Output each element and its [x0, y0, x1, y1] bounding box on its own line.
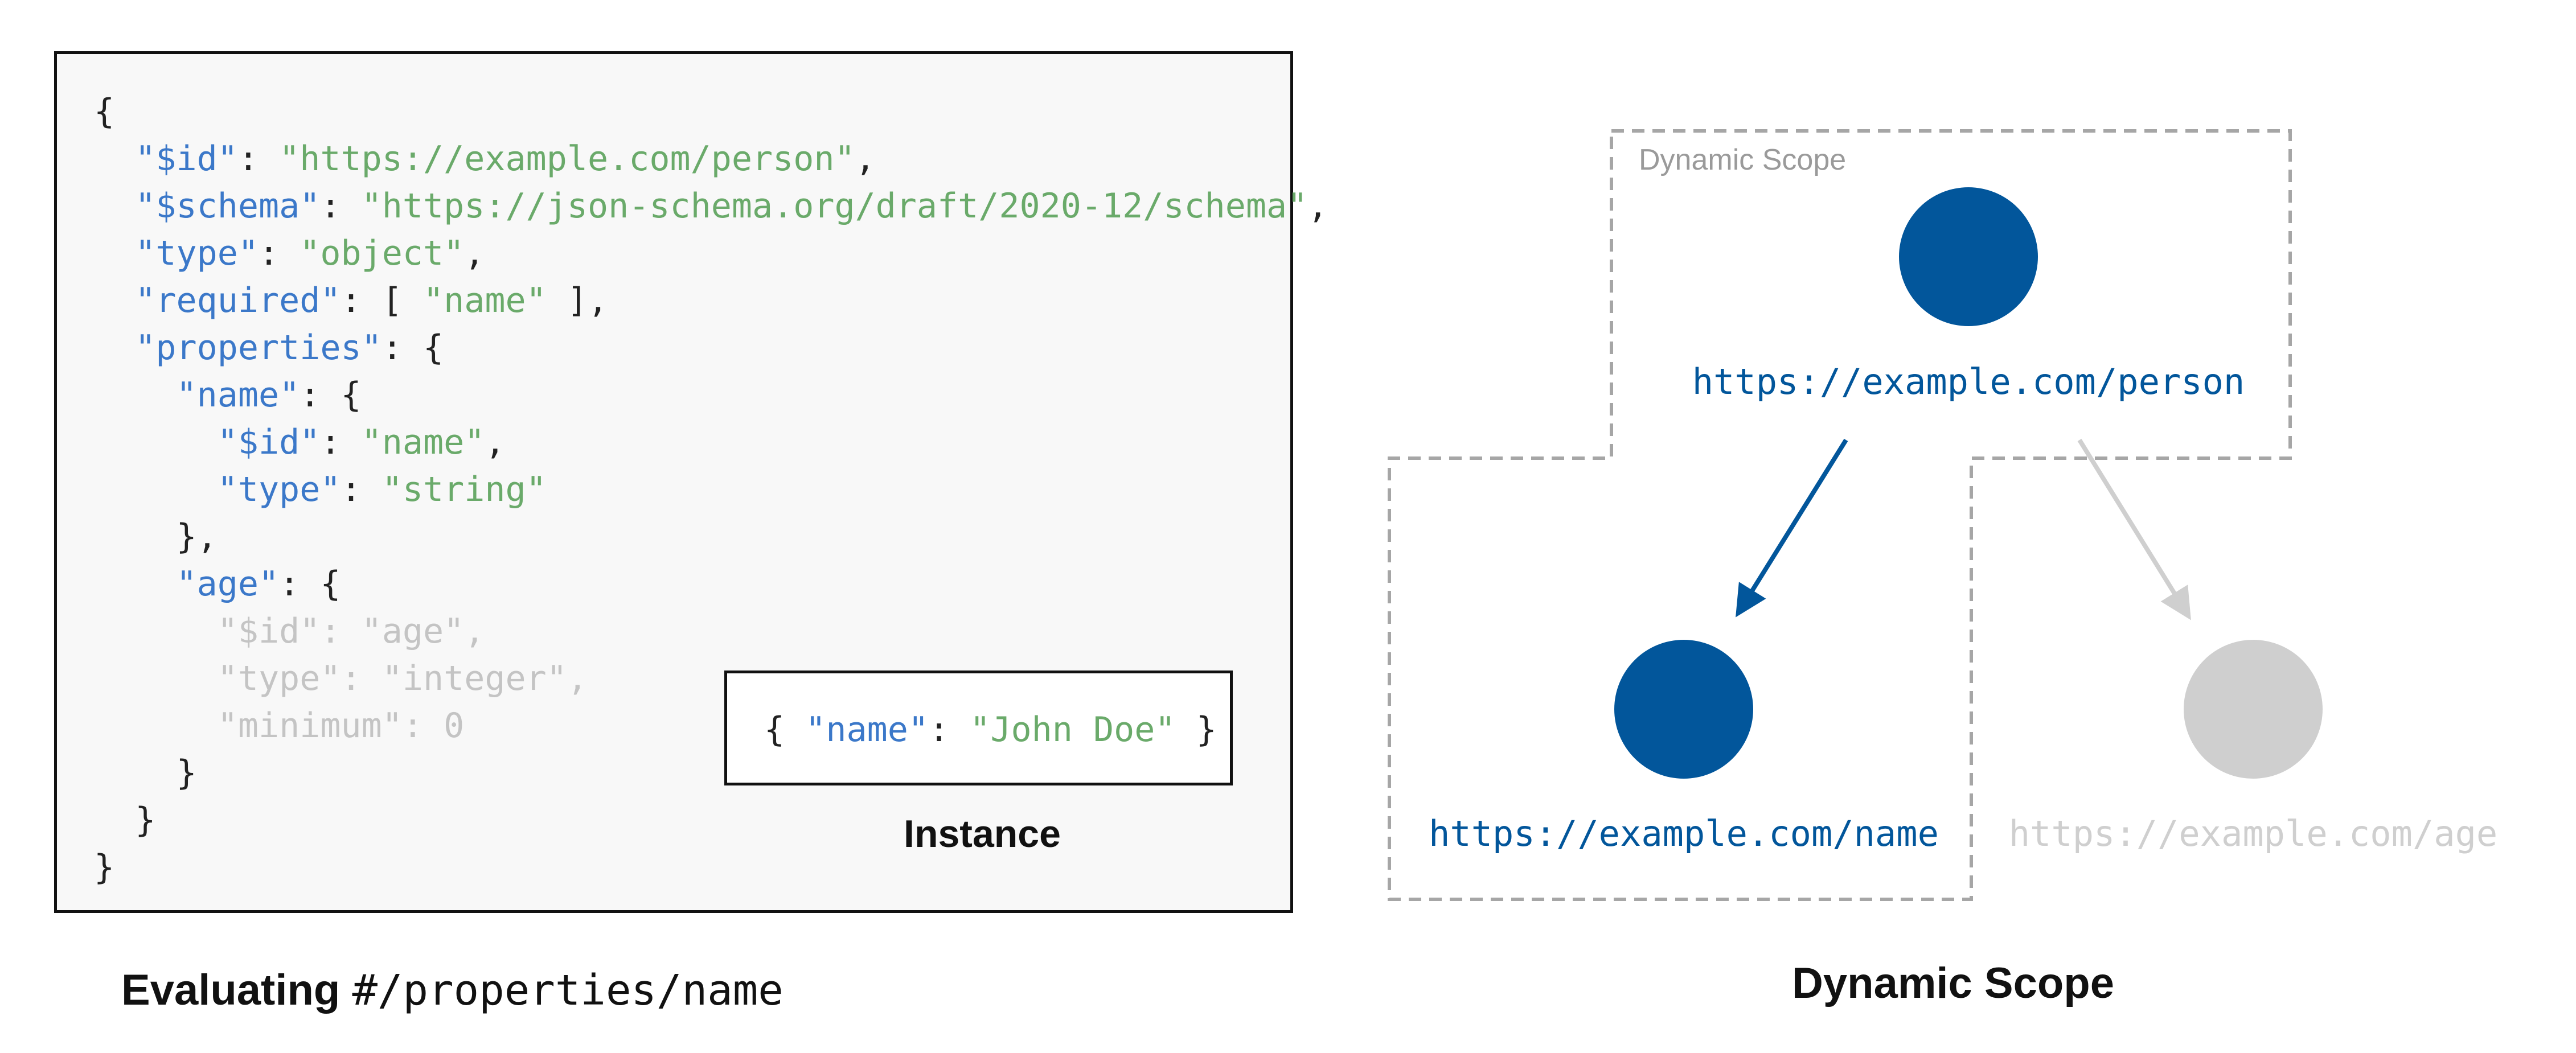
- code-token: ],: [546, 281, 609, 320]
- code-token: ,: [464, 233, 485, 273]
- code-token: "$id": [135, 139, 238, 179]
- code-token: :: [320, 422, 362, 462]
- schema-code-panel: { "$id": "https://example.com/person", "…: [54, 51, 1328, 913]
- instance-token: }: [1175, 710, 1217, 750]
- code-line: "$id": "name",: [94, 419, 1328, 466]
- code-line: }: [94, 797, 1328, 844]
- code-line: }: [94, 750, 1328, 797]
- schema-code: { "$id": "https://example.com/person", "…: [94, 88, 1328, 891]
- code-line: },: [94, 513, 1328, 561]
- code-line: "$schema": "https://json-schema.org/draf…: [94, 183, 1328, 230]
- code-token: "$id": [217, 422, 321, 462]
- node-age: [2184, 640, 2323, 779]
- evaluating-caption: Evaluating #/properties/name: [121, 965, 784, 1016]
- code-token: :: [237, 139, 280, 179]
- evaluating-pointer: #/properties/name: [352, 966, 784, 1015]
- code-token: "$id": "age",: [94, 611, 485, 651]
- code-token: }: [94, 800, 156, 840]
- code-token: "object": [300, 233, 465, 273]
- code-token: ,: [485, 422, 506, 462]
- node-name: [1614, 640, 1753, 779]
- code-line: {: [94, 88, 1328, 135]
- code-line: "name": {: [94, 372, 1328, 419]
- node-age-label: https://example.com/age: [2009, 813, 2498, 854]
- instance-token: {: [764, 710, 806, 750]
- code-token: "https://json-schema.org/draft/2020-12/s…: [361, 186, 1308, 226]
- code-token: :: [341, 470, 382, 509]
- code-line: "minimum": 0: [94, 702, 1328, 750]
- code-line: "$id": "https://example.com/person",: [94, 135, 1328, 183]
- edge-person-to-age: [2077, 438, 2191, 620]
- code-token: : [: [341, 281, 423, 320]
- node-person-label: https://example.com/person: [1692, 361, 2245, 402]
- evaluating-prefix: Evaluating: [121, 966, 341, 1014]
- code-token: "properties": [135, 328, 382, 368]
- instance-box: { "name": "John Doe" }: [724, 671, 1233, 785]
- code-line: "properties": {: [94, 324, 1328, 372]
- code-token: :: [320, 186, 362, 226]
- code-token: "name": [423, 281, 547, 320]
- instance-label: Instance: [904, 812, 1061, 855]
- dynamic-scope-title: Dynamic Scope: [1792, 959, 2114, 1007]
- instance-code: { "name": "John Doe" }: [764, 710, 1217, 750]
- code-token: ,: [855, 139, 876, 179]
- code-line: "age": {: [94, 561, 1328, 608]
- code-line: "required": [ "name" ],: [94, 277, 1328, 324]
- instance-token: "name": [805, 710, 929, 750]
- code-token: "minimum": 0: [94, 706, 465, 746]
- code-token: ,: [1307, 186, 1328, 226]
- code-token: {: [94, 92, 115, 131]
- node-name-label: https://example.com/name: [1429, 813, 1939, 854]
- code-token: },: [94, 517, 218, 557]
- code-token: :: [259, 233, 300, 273]
- code-line: "type": "object",: [94, 230, 1328, 277]
- code-line: "type": "string": [94, 466, 1328, 513]
- code-line: "type": "integer",: [94, 655, 1328, 702]
- code-line: }: [94, 844, 1328, 891]
- edge-person-to-name: [1736, 438, 1848, 618]
- node-person: [1899, 187, 2038, 326]
- code-token: "$schema": [135, 186, 321, 226]
- code-token: : {: [300, 375, 362, 415]
- dynamic-scope-box-label: Dynamic Scope: [1639, 143, 1846, 176]
- code-token: : {: [382, 328, 444, 368]
- code-token: "required": [135, 281, 341, 320]
- code-token: "age": [176, 564, 280, 604]
- dynamic-scope-boundary: [1388, 129, 2292, 901]
- code-token: }: [94, 753, 197, 793]
- code-token: "type": [217, 470, 341, 509]
- code-token: "string": [382, 470, 547, 509]
- code-token: : {: [279, 564, 341, 604]
- code-token: "name": [176, 375, 300, 415]
- code-token: "https://example.com/person": [279, 139, 855, 179]
- code-line: "$id": "age",: [94, 608, 1328, 655]
- instance-token: "John Doe": [970, 710, 1176, 750]
- instance-token: :: [929, 710, 970, 750]
- code-token: "type": "integer",: [94, 659, 588, 698]
- code-token: }: [94, 848, 115, 887]
- code-token: "name": [361, 422, 485, 462]
- code-token: "type": [135, 233, 259, 273]
